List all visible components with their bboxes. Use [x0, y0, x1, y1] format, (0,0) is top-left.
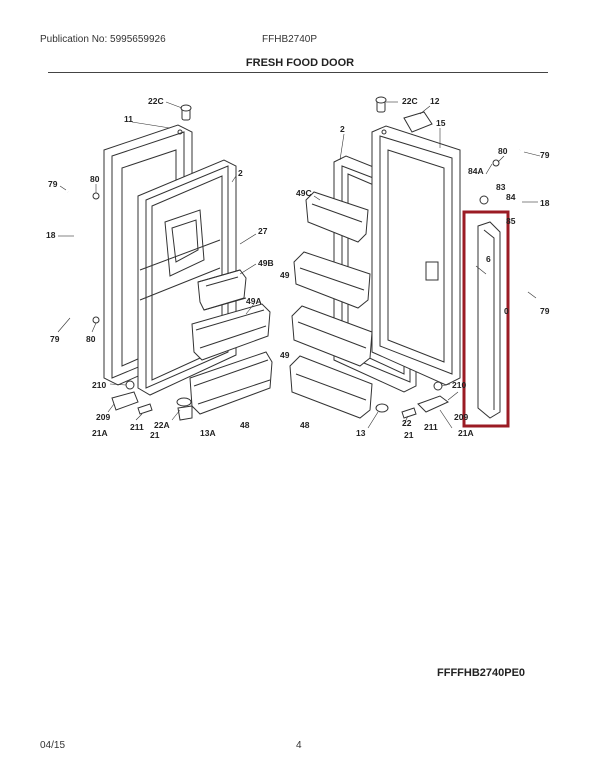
- figure-code: FFFFHB2740PE0: [437, 667, 526, 679]
- callout-49B: 49B: [258, 258, 274, 268]
- callout-85: 85: [506, 216, 516, 226]
- callout-49A: 49A: [246, 296, 262, 306]
- callout-22C-left: 22C: [148, 96, 164, 106]
- callout-210-left: 210: [92, 380, 106, 390]
- right-bin-48: [289, 355, 373, 419]
- callout-48-left: 48: [240, 420, 250, 430]
- callout-209-right: 209: [454, 412, 468, 422]
- callout-48-right: 48: [300, 420, 310, 430]
- callout-22C-right: 22C: [402, 96, 418, 106]
- model-number: FFHB2740P: [262, 34, 318, 45]
- callout-0: 0: [504, 306, 509, 316]
- publication-number: Publication No: 5995659926: [40, 34, 166, 45]
- right-handle: [509, 149, 530, 293]
- right-door-trim-85: [477, 221, 501, 419]
- callout-211-right: 211: [424, 422, 438, 432]
- right-door-shell: [371, 125, 461, 386]
- callout-79-right-bottom: 79: [540, 306, 550, 316]
- callout-21A-left: 21A: [92, 428, 108, 438]
- header-rule: [48, 72, 548, 73]
- callout-49-lower: 49: [280, 350, 290, 360]
- left-door-liner: [139, 209, 221, 301]
- right-bin-49C: [305, 191, 369, 243]
- callout-49: 49: [280, 270, 290, 280]
- callout-209-left: 209: [96, 412, 110, 422]
- callout-27: 27: [258, 226, 268, 236]
- callout-13: 13: [356, 428, 366, 438]
- callout-18-left: 18: [46, 230, 56, 240]
- callout-83: 83: [496, 182, 506, 192]
- callout-11: 11: [124, 114, 133, 124]
- callout-18-right: 18: [540, 198, 550, 208]
- callout-labels: 22C 11 80 79 2 18 27 49B 79 80 49A 210 2…: [46, 96, 550, 440]
- callout-12: 12: [430, 96, 440, 106]
- callout-79-right: 79: [540, 150, 550, 160]
- callout-210-right: 210: [452, 380, 466, 390]
- callout-13A: 13A: [200, 428, 216, 438]
- right-bin-49: [293, 251, 371, 309]
- callout-21A-right: 21A: [458, 428, 474, 438]
- left-bin-49B: [197, 269, 247, 311]
- section-title: FRESH FOOD DOOR: [245, 57, 355, 69]
- callout-22A: 22A: [154, 420, 170, 430]
- callout-80-right: 80: [498, 146, 508, 156]
- left-hinge-parts: [92, 104, 193, 421]
- right-bin-49-lower: [291, 305, 373, 367]
- publication-date: 04/15: [40, 740, 66, 751]
- leader-lines: [57, 101, 541, 429]
- callout-79-left-bottom: 79: [50, 334, 60, 344]
- callout-21-right: 21: [404, 430, 414, 440]
- callout-2-right: 2: [340, 124, 345, 134]
- callout-21-left: 21: [150, 430, 160, 440]
- highlight-box: [462, 210, 510, 428]
- callout-22: 22: [402, 418, 412, 428]
- callout-211-left: 211: [130, 422, 144, 432]
- callout-80-left: 80: [90, 174, 100, 184]
- callout-6: 6: [486, 254, 491, 264]
- right-hinge-parts: [375, 96, 500, 419]
- callout-15: 15: [436, 118, 446, 128]
- left-handle: [66, 190, 86, 313]
- callout-84A: 84A: [468, 166, 484, 176]
- callout-79-left: 79: [48, 179, 58, 189]
- callout-2-left: 2: [238, 168, 243, 178]
- left-bin-49A: [191, 303, 271, 361]
- callout-49C: 49C: [296, 188, 312, 198]
- callout-84: 84: [506, 192, 516, 202]
- callout-80-left-bottom: 80: [86, 334, 96, 344]
- page-number: 4: [296, 740, 302, 751]
- exploded-parts-diagram: 22C 11 80 79 2 18 27 49B 79 80 49A 210 2…: [46, 96, 550, 440]
